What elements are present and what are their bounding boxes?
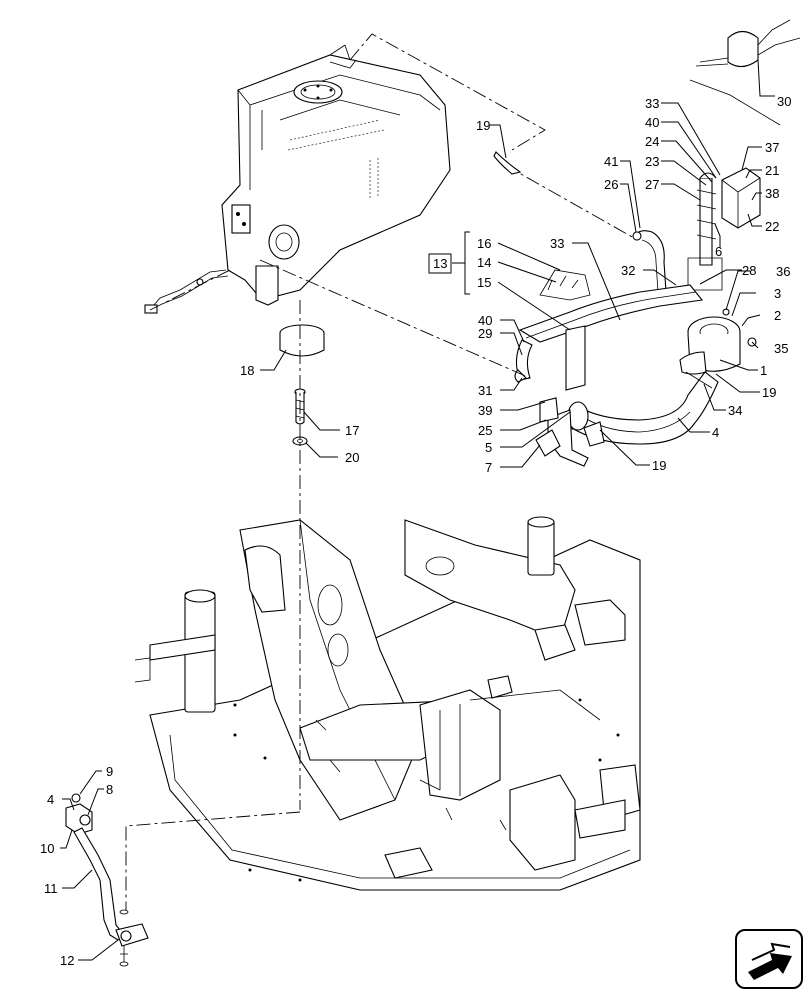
callout-33: 33 — [550, 236, 564, 251]
callout-19: 19 — [762, 385, 776, 400]
next-page-arrow-icon[interactable] — [735, 929, 803, 989]
callout-8: 8 — [106, 782, 113, 797]
callout-6: 6 — [715, 244, 722, 259]
hose-assembly — [514, 269, 757, 467]
callout-37: 37 — [765, 140, 779, 155]
callout-19: 19 — [476, 118, 490, 133]
callout-17: 17 — [345, 423, 359, 438]
callout-13: 13 — [433, 256, 447, 271]
breather-cap-assembly — [689, 19, 801, 126]
callout-33: 33 — [645, 96, 659, 111]
callout-23: 23 — [645, 154, 659, 169]
upper-frame — [134, 516, 641, 891]
callout-10: 10 — [40, 841, 54, 856]
leader-lines — [60, 59, 775, 961]
callout-16: 16 — [477, 236, 491, 251]
callout-35: 35 — [774, 341, 788, 356]
callout-28: 28 — [742, 263, 756, 278]
filter-bracket-assembly — [632, 167, 761, 301]
callout-38: 38 — [765, 186, 779, 201]
callout-21: 21 — [765, 163, 779, 178]
callout-31: 31 — [478, 383, 492, 398]
callout-30: 30 — [777, 94, 791, 109]
callout-22: 22 — [765, 219, 779, 234]
callout-34: 34 — [728, 403, 742, 418]
callout-25: 25 — [478, 423, 492, 438]
callout-4: 4 — [712, 425, 719, 440]
sender-tube-assembly — [65, 793, 149, 967]
callout-14: 14 — [477, 255, 491, 270]
callout-27: 27 — [645, 177, 659, 192]
callout-4: 4 — [47, 792, 54, 807]
callout-9: 9 — [106, 764, 113, 779]
callout-15: 15 — [477, 275, 491, 290]
callout-2: 2 — [774, 308, 781, 323]
callout-26: 26 — [604, 177, 618, 192]
callout-11: 11 — [44, 881, 58, 896]
callout-1: 1 — [760, 363, 767, 378]
callout-19: 19 — [652, 458, 666, 473]
callout-18: 18 — [240, 363, 254, 378]
callout-41: 41 — [604, 154, 618, 169]
callout-13-box — [428, 253, 452, 274]
callout-24: 24 — [645, 134, 659, 149]
callout-12: 12 — [60, 953, 74, 968]
fuel-tank — [144, 44, 451, 314]
callout-32: 32 — [621, 263, 635, 278]
callout-40: 40 — [645, 115, 659, 130]
callout-5: 5 — [485, 440, 492, 455]
callout-39: 39 — [478, 403, 492, 418]
alignment-lines — [125, 33, 635, 910]
callout-40: 40 — [478, 313, 492, 328]
callout-20: 20 — [345, 450, 359, 465]
callout-29: 29 — [478, 326, 492, 341]
callout-36: 36 — [776, 264, 790, 279]
callout-labels: 30 19 33 40 24 23 27 41 26 37 21 38 22 6… — [40, 94, 791, 968]
callout-7: 7 — [485, 460, 492, 475]
washer-part — [493, 151, 522, 175]
callout-3: 3 — [774, 286, 781, 301]
